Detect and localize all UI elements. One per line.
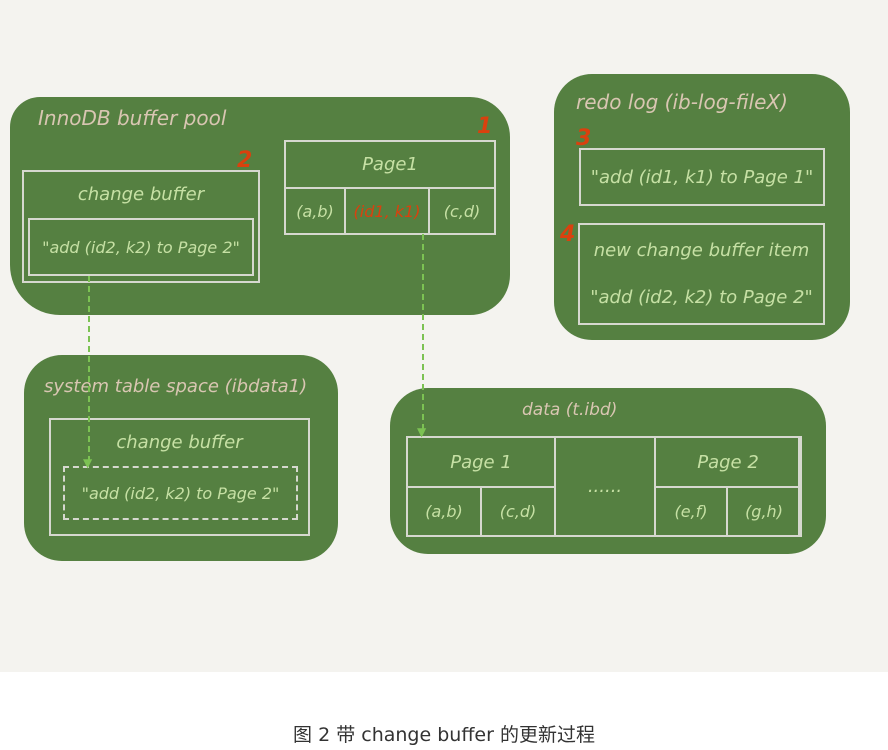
redo-entry-2-line1: new change buffer item (593, 239, 810, 261)
redo-log (554, 74, 850, 340)
data-page1-cell: (a,b) (406, 486, 482, 537)
page1-cell: (a,b) (284, 187, 346, 235)
data-file (390, 388, 826, 554)
step-3: 3 (576, 126, 592, 151)
page1-label: Page1 (362, 154, 418, 175)
arrow-head-icon: ▼ (83, 456, 93, 470)
data-page2-cell: (e,f) (654, 486, 728, 537)
data-page2-label: Page 2 (654, 436, 802, 488)
step-4: 4 (560, 222, 576, 247)
redo-entry-1: "add (id1, k1) to Page 1" (579, 148, 825, 206)
change-buffer-disk: change buffer "add (id2, k2) to Page 2" (49, 418, 310, 536)
step-2: 2 (237, 148, 253, 173)
data-page1-label: Page 1 (406, 436, 556, 488)
buffer-pool-title: InnoDB buffer pool (38, 106, 227, 130)
step-1: 1 (477, 114, 493, 139)
figure-caption: 图 2 带 change buffer 的更新过程 (293, 724, 595, 746)
data-ellipsis: ...... (587, 476, 623, 497)
change-buffer-memory: change buffer "add (id2, k2) to Page 2" (22, 170, 260, 283)
redo-entry-2-line2: "add (id2, k2) to Page 2" (590, 286, 813, 308)
arrow-head-icon: ▼ (417, 425, 427, 439)
arrow-change-buffer-to-disk (88, 276, 90, 462)
data-file-title: data (t.ibd) (522, 400, 618, 420)
diagram-canvas: InnoDB buffer pool 1 2 change buffer "ad… (0, 0, 888, 672)
page1-cell-new: (id1, k1) (344, 187, 430, 235)
change-buffer-entry: "add (id2, k2) to Page 2" (28, 218, 254, 276)
redo-entry-2: new change buffer item "add (id2, k2) to… (578, 223, 825, 325)
system-tablespace (24, 355, 338, 561)
arrow-page1-to-disk (422, 234, 424, 430)
data-pages-table: Page 1 (a,b) (c,d) ...... Page 2 (e,f) (… (406, 436, 802, 537)
change-buffer-disk-label: change buffer (116, 431, 243, 453)
change-buffer-label: change buffer (77, 183, 205, 205)
system-tablespace-title: system table space (ibdata1) (44, 376, 308, 397)
innodb-buffer-pool (10, 97, 510, 315)
change-buffer-disk-entry: "add (id2, k2) to Page 2" (63, 466, 298, 520)
page1-memory: Page1 (a,b) (id1, k1) (c,d) (284, 140, 496, 235)
data-page2-cell: (g,h) (726, 486, 802, 537)
page1-cell: (c,d) (428, 187, 496, 235)
data-page1-cell: (c,d) (480, 486, 556, 537)
redo-log-title: redo log (ib-log-fileX) (576, 90, 788, 114)
